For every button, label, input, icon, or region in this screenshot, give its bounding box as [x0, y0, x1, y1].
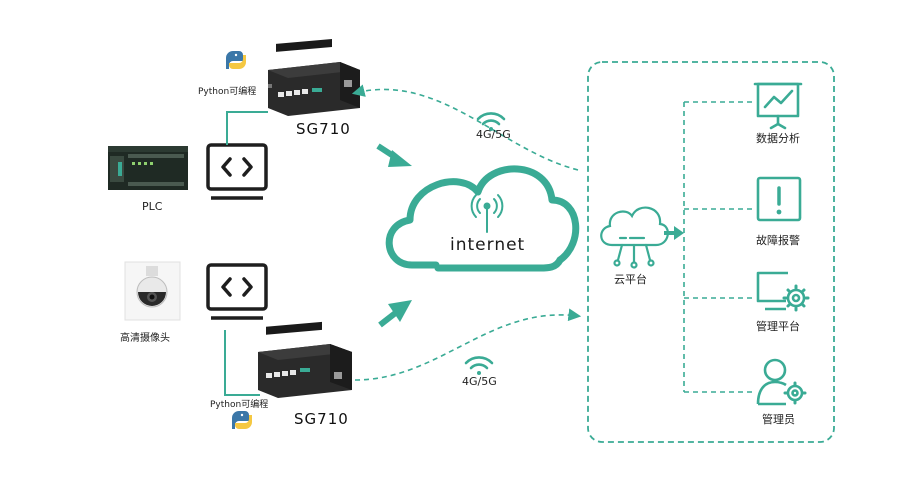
plc-device — [108, 146, 188, 190]
camera-device — [124, 261, 181, 321]
chart-board-icon — [753, 82, 803, 130]
bottom-router-model: SG710 — [294, 410, 349, 428]
internet-label: internet — [450, 235, 526, 255]
top-router-device — [268, 38, 360, 116]
python-icon-bottom — [232, 411, 252, 429]
cloud-platform-label: 云平台 — [614, 273, 647, 286]
cloud-platform-frame — [587, 61, 835, 443]
arrow-into-internet-top — [376, 143, 412, 167]
bottom-router-device — [258, 321, 352, 398]
function-label-data-analysis: 数据分析 — [756, 132, 800, 145]
dashed-links — [351, 84, 582, 381]
arrow-into-internet-bottom — [378, 300, 412, 328]
wifi-icon-top — [476, 112, 506, 131]
plc-label: PLC — [142, 200, 163, 213]
monitor-gear-icon — [756, 271, 810, 312]
device-connections — [224, 111, 268, 396]
alarm-icon — [756, 176, 802, 222]
camera-label: 高清摄像头 — [120, 333, 170, 344]
bottom-signal-label: 4G/5G — [462, 375, 497, 388]
top-signal-label: 4G/5G — [476, 128, 511, 141]
internet-cloud — [385, 165, 580, 272]
wifi-icon-bottom — [464, 356, 494, 375]
top-router-model: SG710 — [296, 120, 351, 138]
function-label-fault-alarm: 故障报警 — [756, 234, 800, 247]
function-tree-lines — [683, 101, 756, 393]
code-icon-bottom — [206, 263, 268, 320]
function-label-administrator: 管理员 — [762, 413, 795, 426]
bottom-python-label: Python可编程 — [210, 400, 269, 410]
function-label-management-platform: 管理平台 — [756, 320, 800, 333]
top-python-label: Python可编程 — [198, 87, 257, 97]
admin-user-icon — [756, 358, 807, 406]
arrow-to-functions — [664, 226, 684, 240]
code-icon-top — [206, 143, 268, 200]
antenna-icon — [470, 194, 504, 233]
python-icon-top — [226, 51, 246, 69]
cloud-platform-icon — [600, 206, 669, 269]
